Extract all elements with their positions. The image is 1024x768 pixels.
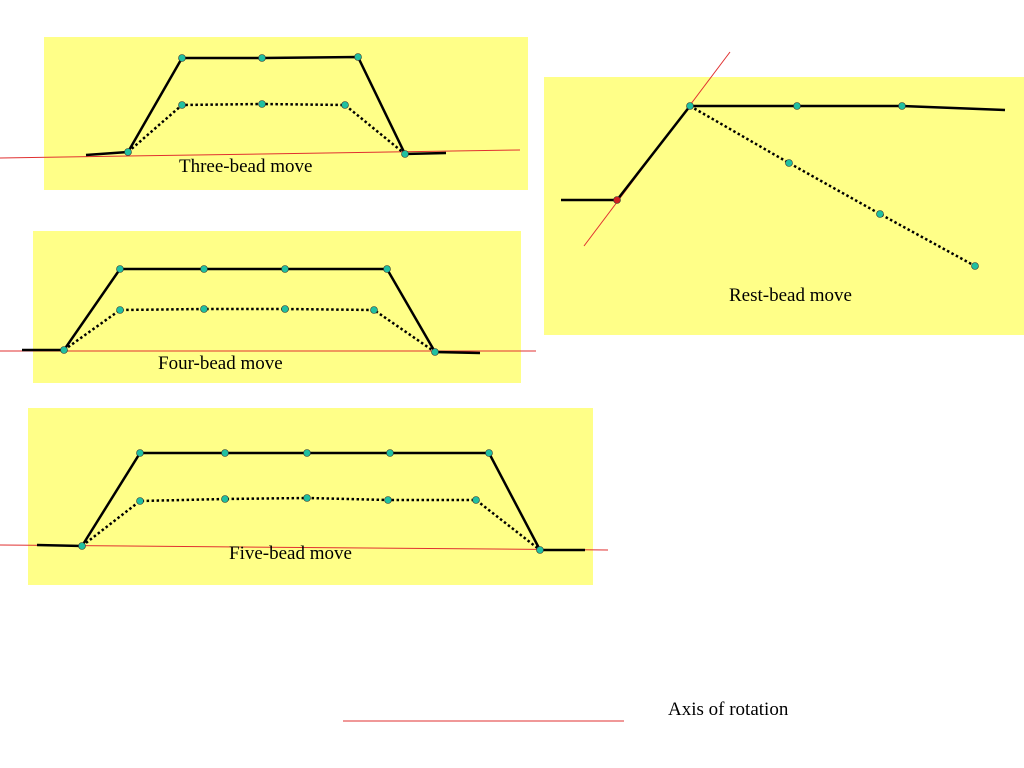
bead bbox=[281, 265, 289, 273]
four-bead-move-figure bbox=[0, 265, 536, 356]
four-bead-move-label: Four-bead move bbox=[158, 353, 283, 374]
rotation-axis-line bbox=[0, 149, 521, 159]
bead bbox=[341, 101, 349, 109]
bead bbox=[472, 496, 480, 504]
rest-bead-move-label: Rest-bead move bbox=[729, 285, 852, 306]
bead bbox=[124, 148, 132, 156]
bead bbox=[898, 102, 906, 110]
four-bead-panel bbox=[33, 231, 521, 383]
chain-solid bbox=[36, 451, 585, 552]
bead bbox=[178, 54, 186, 62]
bead bbox=[686, 102, 694, 110]
bead bbox=[258, 100, 266, 108]
chain-dotted bbox=[689, 104, 976, 268]
chain-solid bbox=[22, 267, 481, 355]
chain-dotted bbox=[63, 307, 436, 354]
axis-legend-label: Axis of rotation bbox=[668, 699, 789, 720]
bead bbox=[281, 305, 289, 313]
bead bbox=[485, 449, 493, 457]
five-bead-move-figure bbox=[0, 449, 609, 554]
three-bead-panel bbox=[44, 37, 528, 190]
five-bead-move-label: Five-bead move bbox=[229, 543, 352, 564]
bead bbox=[116, 306, 124, 314]
five-bead-panel bbox=[28, 408, 593, 585]
bead bbox=[60, 346, 68, 354]
bead bbox=[971, 262, 979, 270]
bead bbox=[78, 542, 86, 550]
bead bbox=[136, 449, 144, 457]
bead bbox=[354, 53, 362, 61]
bead bbox=[221, 449, 229, 457]
pivot-bead bbox=[613, 196, 621, 204]
bead bbox=[876, 210, 884, 218]
bead bbox=[785, 159, 793, 167]
bead bbox=[384, 496, 392, 504]
three-bead-move-figure bbox=[0, 53, 521, 159]
three-bead-move-label: Three-bead move bbox=[179, 156, 313, 177]
bead bbox=[221, 495, 229, 503]
bead bbox=[536, 546, 544, 554]
bead bbox=[401, 150, 409, 158]
bead bbox=[303, 449, 311, 457]
bead bbox=[116, 265, 124, 273]
bead bbox=[431, 348, 439, 356]
rest-bead-panel bbox=[544, 77, 1024, 335]
bead bbox=[200, 305, 208, 313]
bead bbox=[793, 102, 801, 110]
chain-dotted bbox=[127, 102, 406, 155]
bead bbox=[303, 494, 311, 502]
bead bbox=[178, 101, 186, 109]
rotation-axis-line bbox=[0, 544, 609, 551]
bead bbox=[370, 306, 378, 314]
bead bbox=[136, 497, 144, 505]
rest-bead-move-figure bbox=[561, 51, 1006, 270]
bead bbox=[258, 54, 266, 62]
chain-solid bbox=[561, 104, 1006, 202]
bead bbox=[200, 265, 208, 273]
bead bbox=[386, 449, 394, 457]
bead bbox=[383, 265, 391, 273]
